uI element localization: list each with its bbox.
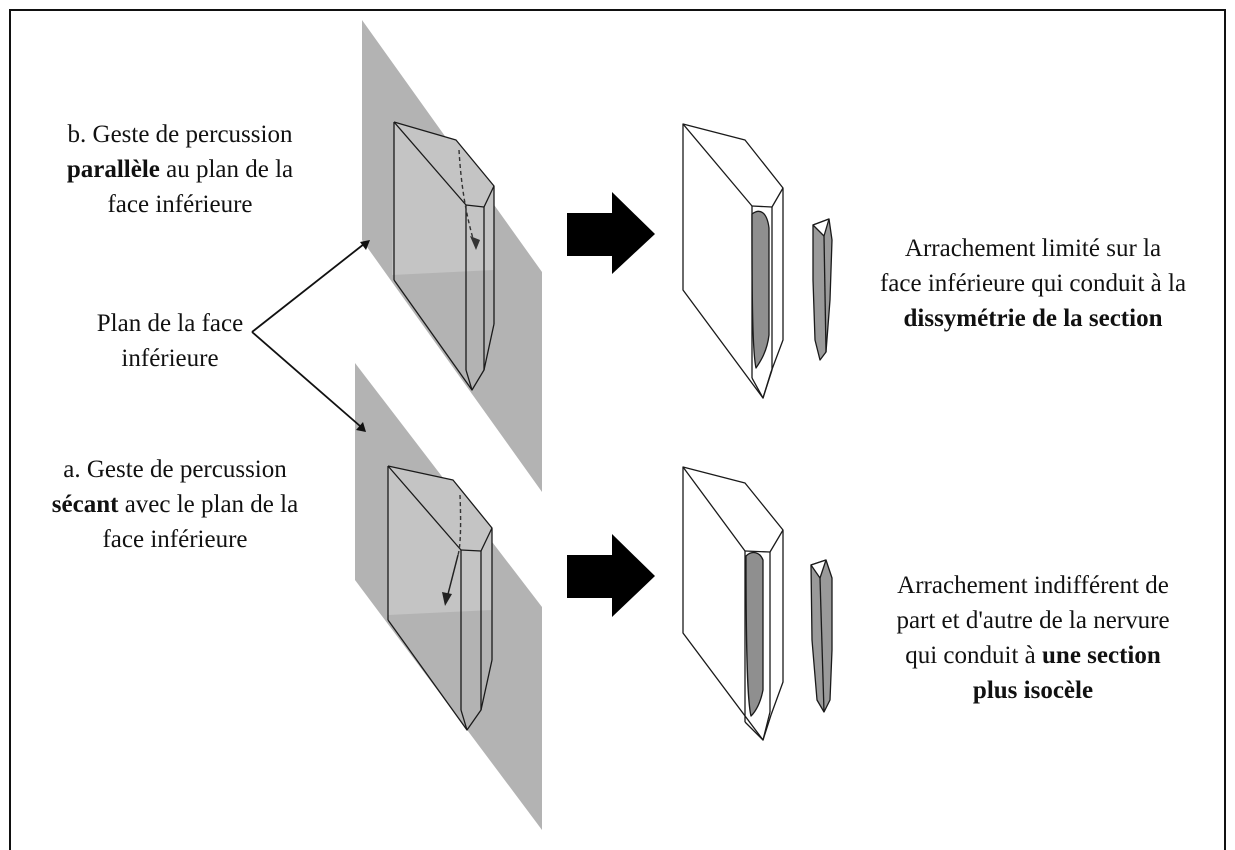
label-ra-bold1: une section	[1042, 642, 1161, 669]
label-b-gesture: b. Geste de percussion parallèle au plan…	[20, 117, 340, 222]
blade-b	[392, 121, 495, 391]
label-a-line3: face inférieure	[102, 526, 248, 553]
blade-a	[387, 465, 493, 731]
label-rb-bold: dissymétrie de la section	[903, 305, 1163, 332]
percussion-arrow-b	[458, 149, 480, 250]
label-result-b: Arrachement limité sur la face inférieur…	[848, 231, 1218, 336]
label-ra-bold2: plus isocèle	[972, 677, 1094, 704]
result-blade-a	[682, 466, 784, 741]
label-b-line1: b. Geste de percussion	[67, 121, 293, 148]
result-arrow-b	[567, 192, 655, 274]
label-a-gesture: a. Geste de percussion sécant avec le pl…	[10, 452, 340, 557]
figure-frame	[9, 9, 1226, 850]
label-plan-line1: Plan de la face	[96, 310, 244, 337]
label-ra-plain: qui conduit à	[905, 642, 1043, 669]
label-rb-line3: dissymétrie de la section	[848, 301, 1218, 336]
label-rb-line2: face inférieure qui conduit à la	[879, 270, 1187, 297]
label-a-line2: sécant avec le plan de la	[10, 487, 340, 522]
flake-a	[810, 559, 833, 713]
label-b-line3: face inférieure	[107, 191, 253, 218]
label-ra-line2: part et d'autre de la nervure	[896, 607, 1170, 634]
label-rb-line1: Arrachement limité sur la	[904, 235, 1162, 262]
label-b-rest: au plan de la	[159, 156, 294, 183]
label-ra-line3: qui conduit à une section	[848, 638, 1218, 673]
label-plan-line2: inférieure	[121, 345, 219, 372]
flake-b	[812, 218, 833, 361]
label-result-a: Arrachement indifférent de part et d'aut…	[848, 568, 1218, 708]
label-plan-face: Plan de la face inférieure	[30, 306, 310, 376]
label-ra-line4: plus isocèle	[848, 673, 1218, 708]
label-a-rest: avec le plan de la	[118, 491, 299, 518]
label-a-line1: a. Geste de percussion	[63, 456, 287, 483]
label-ra-line1: Arrachement indifférent de	[897, 572, 1169, 599]
result-arrow-a	[567, 534, 655, 617]
label-b-bold: parallèle	[66, 156, 160, 183]
plane-pointer-arrows	[251, 240, 370, 432]
label-a-bold: sécant	[51, 491, 119, 518]
result-blade-b	[682, 123, 784, 399]
percussion-arrow-a	[442, 494, 462, 606]
label-b-line2: parallèle au plan de la	[20, 152, 340, 187]
